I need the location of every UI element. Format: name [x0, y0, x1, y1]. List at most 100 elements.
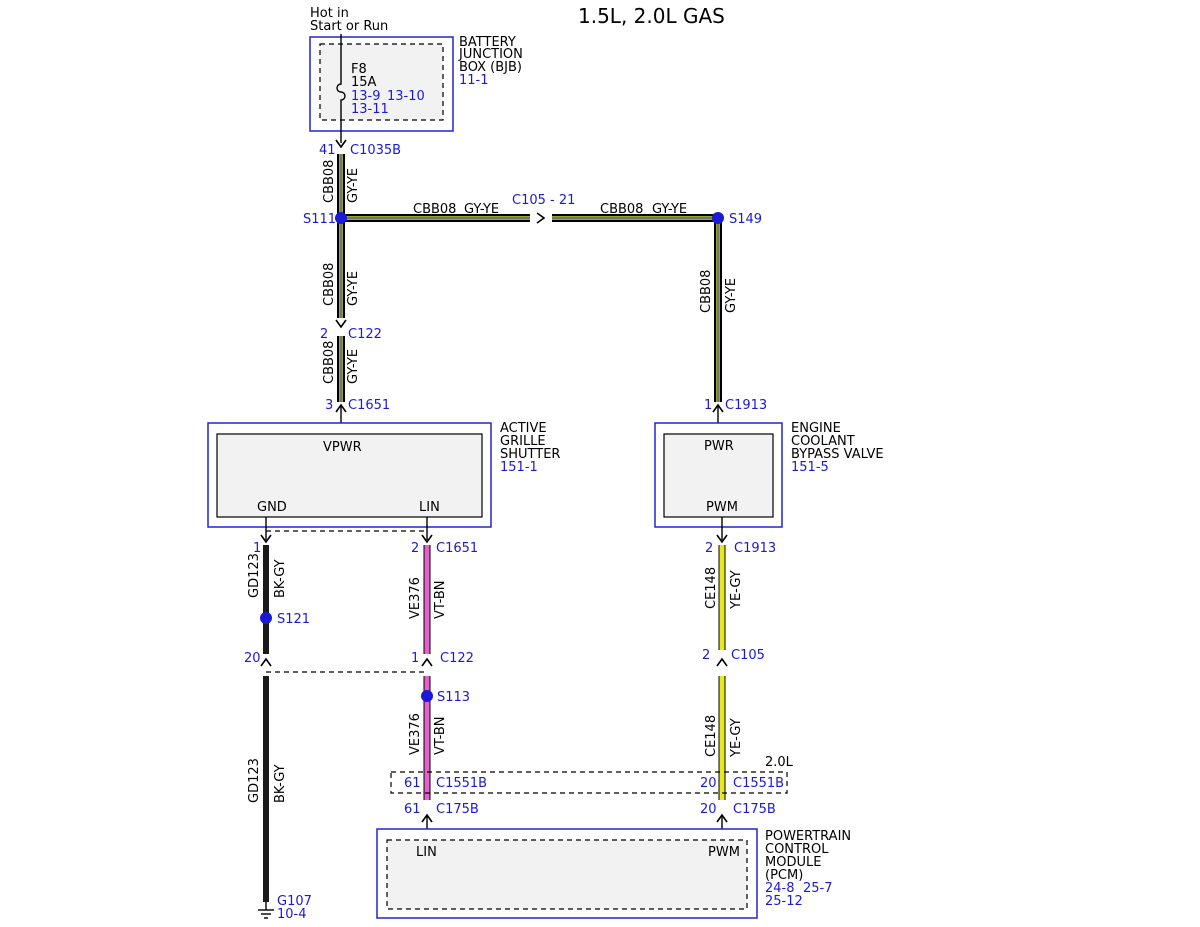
- fuse-label: F8: [351, 62, 367, 77]
- wire-circuit-label: CE148: [704, 715, 719, 757]
- wire-color-label: GY-YE: [652, 202, 687, 217]
- splice-s111-label[interactable]: S111: [303, 212, 336, 227]
- wire-color-label: BK-GY: [273, 559, 288, 598]
- ecbv-name-line2: COOLANT: [791, 434, 855, 449]
- ground-g107-label[interactable]: G107: [277, 894, 312, 909]
- bjb-name-line1: BATTERY: [459, 35, 516, 50]
- c1913-top-label[interactable]: C1913: [725, 398, 767, 413]
- ecbv-pin-pwm: PWM: [706, 500, 738, 515]
- fuse-symbol: [336, 34, 346, 143]
- c122-top-pin: 2: [320, 327, 328, 342]
- ecbv-pin-pwr: PWR: [704, 439, 734, 454]
- ground-page-ref[interactable]: 10-4: [277, 907, 307, 922]
- gnd-connector-pin: 1: [253, 541, 261, 556]
- splice-s113-label[interactable]: S113: [437, 690, 470, 705]
- pcm-ref-25-7[interactable]: 25-7: [803, 881, 833, 896]
- wire-color-label: GY-YE: [346, 349, 361, 384]
- ecbv-page-ref[interactable]: 151-5: [791, 460, 829, 475]
- c105-inline-arrow-icon: [536, 212, 546, 224]
- bjb-ref-13-11[interactable]: 13-11: [351, 102, 389, 117]
- bjb-ref-13-9[interactable]: 13-9: [351, 89, 381, 104]
- splice-s149[interactable]: [712, 212, 724, 224]
- c122-top-arrow-icon: [335, 319, 347, 329]
- c175b-lin-label[interactable]: C175B: [436, 802, 479, 817]
- c1035b-label[interactable]: C1035B: [350, 143, 401, 158]
- c1913-pwm-label[interactable]: C1913: [734, 541, 776, 556]
- c1035b-pin: 41: [319, 143, 336, 158]
- wire-circuit-label: CBB08: [322, 160, 337, 203]
- bjb-page-ref[interactable]: 11-1: [459, 73, 489, 88]
- ags-page-ref[interactable]: 151-1: [500, 460, 538, 475]
- diagram-title: 1.5L, 2.0L GAS: [578, 4, 725, 28]
- c122-lin-pin: 1: [411, 651, 419, 666]
- c1551b-pwm-label[interactable]: C1551B: [733, 776, 784, 791]
- active-grille-shutter[interactable]: [207, 422, 492, 528]
- wire-color-label: BK-GY: [273, 764, 288, 803]
- bjb-ref-13-10[interactable]: 13-10: [387, 89, 425, 104]
- wire-circuit-label: VE376: [408, 577, 423, 619]
- splice-s121-label[interactable]: S121: [277, 612, 310, 627]
- splice-s149-label[interactable]: S149: [729, 212, 762, 227]
- c1651-lin-pin: 2: [411, 541, 419, 556]
- ags-name-line3: SHUTTER: [500, 447, 560, 462]
- wire-color-label: VT-BN: [433, 580, 448, 619]
- fuse-amps: 15A: [351, 75, 377, 90]
- ecbv-name-line3: BYPASS VALVE: [791, 447, 884, 462]
- c1651-top-label[interactable]: C1651: [348, 398, 390, 413]
- c105-pwm-label[interactable]: C105: [731, 648, 765, 663]
- pcm-name-line2: CONTROL: [765, 842, 829, 857]
- wire-color-label: GY-YE: [346, 168, 361, 203]
- splice-s113[interactable]: [421, 690, 433, 702]
- wire-color-label: GY-YE: [464, 202, 499, 217]
- pcm-name-line1: POWERTRAIN: [765, 829, 851, 844]
- power-source-line2: Start or Run: [310, 19, 388, 34]
- wire-circuit-label: CE148: [704, 567, 719, 609]
- c122-lin-label[interactable]: C122: [440, 651, 474, 666]
- engine-coolant-bypass-valve[interactable]: [654, 422, 783, 528]
- ground-icon: [258, 902, 274, 919]
- wire-circuit-label: GD123: [247, 758, 262, 803]
- c1551b-lin-label[interactable]: C1551B: [436, 776, 487, 791]
- c105-pwm-pin: 2: [702, 648, 710, 663]
- ags-pin-lin: LIN: [419, 500, 440, 515]
- wire-circuit-label: CBB08: [699, 270, 714, 313]
- c105-inline-label[interactable]: C105 - 21: [512, 193, 575, 208]
- c1913-top-pin: 1: [704, 398, 712, 413]
- wire-circuit-label: CBB08: [322, 263, 337, 306]
- c1651-top-pin: 3: [325, 398, 333, 413]
- pcm-ref-24-8[interactable]: 24-8: [765, 881, 795, 896]
- wire-color-label: VT-BN: [433, 716, 448, 755]
- ags-pin-gnd: GND: [257, 500, 287, 515]
- c105-pwm-arrow-icon: [716, 657, 728, 667]
- gnd-connector-arrow-icon: [260, 534, 272, 544]
- wire-circuit-label: CBB08: [600, 202, 643, 217]
- c122-top-label[interactable]: C122: [348, 327, 382, 342]
- splice-s121[interactable]: [260, 612, 272, 624]
- c1651-lin-label[interactable]: C1651: [436, 541, 478, 556]
- gnd-c122-arrow-icon: [260, 657, 272, 667]
- pcm-pin-lin: LIN: [416, 845, 437, 860]
- option-2-0l-box: [390, 771, 788, 794]
- wire-color-label: YE-GY: [729, 570, 744, 610]
- wire-circuit-label: GD123: [247, 553, 262, 598]
- pcm-name-line4: (PCM): [765, 868, 803, 883]
- c122-lin-arrow-icon: [421, 657, 433, 667]
- ags-name-line2: GRILLE: [500, 434, 546, 449]
- pcm-name-line3: MODULE: [765, 855, 821, 870]
- c1551b-lin-pin: 61: [404, 776, 421, 791]
- c175b-lin-pin: 61: [404, 802, 421, 817]
- pcm-pin-pwm: PWM: [708, 845, 740, 860]
- c175b-pwm-label[interactable]: C175B: [733, 802, 776, 817]
- ecbv-name-line1: ENGINE: [791, 421, 841, 436]
- c1913-pwm-pin: 2: [705, 541, 713, 556]
- c1035b-arrow-icon: [335, 139, 347, 149]
- pcm-ref-25-12[interactable]: 25-12: [765, 894, 803, 909]
- c1651-lin-arrow-icon: [421, 534, 433, 544]
- wire-color-label: YE-GY: [729, 718, 744, 758]
- ags-pin-vpwr: VPWR: [323, 440, 362, 455]
- gnd-c122-pin: 20: [244, 651, 261, 666]
- c175b-pwm-pin: 20: [700, 802, 717, 817]
- splice-s111[interactable]: [335, 212, 347, 224]
- powertrain-control-module[interactable]: [376, 828, 758, 919]
